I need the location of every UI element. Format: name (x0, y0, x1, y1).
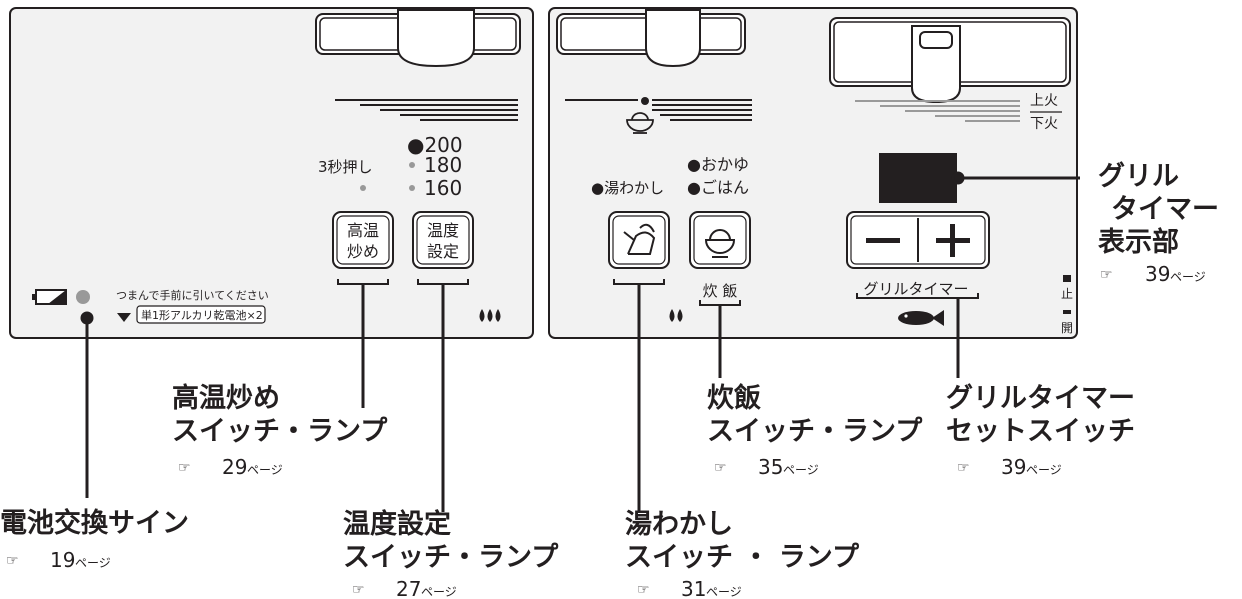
callout-high-temp: 高温炒め スイッチ・ランプ ☞ 29 ページ (172, 382, 388, 479)
open-indicator (1063, 310, 1071, 314)
stop-label: 止 (1061, 287, 1073, 301)
rice-cook-button[interactable] (689, 211, 751, 269)
pointing-hand-icon: ☞ (352, 582, 365, 598)
yuwakashi-lamp-label: ●湯わかし (591, 179, 664, 197)
flame-icon-3 (479, 309, 501, 322)
open-label: 開 (1061, 321, 1073, 335)
leader-lines (80, 171, 1080, 512)
rice-bowl-icon-small (626, 112, 654, 134)
high-temp-label-2: 炒め (347, 242, 379, 261)
svg-text:電池交換サイン: 電池交換サイン (0, 507, 189, 539)
callout-grill-set: グリルタイマー セットスイッチ ☞ 39 ページ (946, 382, 1135, 479)
temp-200: ●200 (407, 133, 463, 157)
temp-setting-label-2: 設定 (427, 242, 459, 261)
svg-text:タイマー: タイマー (1111, 194, 1219, 225)
svg-text:ページ: ページ (783, 463, 819, 477)
temp-180: 180 (424, 153, 462, 177)
battery-cover[interactable] (136, 305, 266, 324)
svg-text:高温炒め: 高温炒め (172, 382, 280, 414)
svg-text:表示部: 表示部 (1098, 226, 1179, 258)
left-flame-level-lines (335, 99, 518, 121)
callout-battery: 電池交換サイン ☞ 19 ページ (0, 507, 189, 572)
svg-text:ページ: ページ (1026, 463, 1062, 477)
high-temp-label-1: 高温 (347, 221, 379, 240)
svg-text:スイッチ・ランプ: スイッチ・ランプ (343, 542, 559, 573)
lower-fire-label: 下火 (1030, 116, 1058, 132)
svg-text:ページ: ページ (75, 556, 111, 570)
temp-setting-button[interactable]: 温度 設定 (412, 211, 474, 269)
svg-text:35: 35 (758, 455, 783, 479)
svg-text:グリルタイマー: グリルタイマー (946, 382, 1135, 414)
fish-icon (898, 310, 944, 326)
svg-text:ページ: ページ (247, 463, 283, 477)
svg-text:スイッチ ・ ランプ: スイッチ ・ ランプ (625, 542, 860, 573)
temp-160: 160 (424, 176, 462, 200)
svg-text:温度設定: 温度設定 (343, 508, 451, 540)
okayu-lamp-label: ●おかゆ (687, 155, 749, 174)
right-flame-level-lines (565, 99, 752, 121)
battery-icon (32, 289, 67, 305)
svg-text:19: 19 (50, 548, 75, 572)
rice-cook-label: 炊 飯 (703, 282, 738, 300)
right-burner-knob[interactable] (556, 9, 746, 68)
flame-icon-2 (669, 309, 683, 322)
high-temp-button[interactable]: 高温 炒め (332, 211, 394, 269)
callout-grill-display: グリル タイマー 表示部 ☞ 39 ページ (1098, 160, 1219, 286)
callout-yuwakashi: 湯わかし スイッチ ・ ランプ ☞ 31 ページ (625, 509, 860, 599)
battery-instruction: つまんで手前に引いてください (116, 288, 269, 302)
pointing-hand-icon: ☞ (1100, 267, 1113, 283)
svg-text:29: 29 (222, 455, 247, 479)
svg-text:グリル: グリル (1098, 160, 1179, 192)
svg-text:39: 39 (1145, 262, 1170, 286)
callout-rice: 炊飯 スイッチ・ランプ ☞ 35 ページ (707, 382, 923, 479)
grill-timer-label: グリルタイマー (863, 280, 968, 298)
svg-text:ページ: ページ (421, 585, 457, 599)
plus-icon[interactable] (936, 224, 970, 257)
svg-text:炊飯: 炊飯 (707, 382, 761, 414)
svg-text:31: 31 (681, 577, 706, 599)
high-temp-lamp (360, 185, 366, 191)
battery-replace-lamp (76, 290, 90, 304)
grill-timer-bracket (856, 293, 979, 299)
pointing-hand-icon: ☞ (178, 460, 191, 476)
rice-knob-position-dot (641, 97, 649, 105)
battery-spec: 単1形アルカリ乾電池×2 (141, 308, 263, 322)
callout-temp-setting: 温度設定 スイッチ・ランプ ☞ 27 ページ (343, 508, 559, 599)
lamp-dot-180 (409, 162, 415, 168)
kettle-icon (623, 223, 656, 255)
pointing-hand-icon: ☞ (637, 582, 650, 598)
upper-fire-label: 上火 (1030, 93, 1058, 109)
left-burner-knob[interactable] (315, 9, 521, 68)
lamp-dot-160 (409, 185, 415, 191)
pointing-hand-icon: ☞ (714, 460, 727, 476)
svg-text:39: 39 (1001, 455, 1026, 479)
stop-indicator (1063, 275, 1071, 282)
press-3sec-label: 3秒押し (318, 158, 373, 176)
pointing-hand-icon: ☞ (6, 553, 19, 569)
svg-text:セットスイッチ: セットスイッチ (946, 416, 1135, 447)
yuwakashi-button[interactable] (608, 211, 670, 269)
svg-text:スイッチ・ランプ: スイッチ・ランプ (707, 416, 923, 447)
svg-text:ページ: ページ (1170, 270, 1206, 284)
left-panel (9, 7, 534, 339)
svg-text:27: 27 (396, 577, 421, 599)
pointing-hand-icon: ☞ (957, 460, 970, 476)
grill-knob[interactable] (829, 17, 1071, 104)
svg-text:スイッチ・ランプ: スイッチ・ランプ (172, 416, 388, 447)
gohan-lamp-label: ●ごはん (687, 178, 749, 197)
grill-timer-display (879, 153, 957, 203)
grill-heat-lines (855, 100, 1020, 122)
svg-text:湯わかし: 湯わかし (625, 509, 733, 540)
minus-icon[interactable] (866, 238, 900, 243)
svg-text:ページ: ページ (706, 585, 742, 599)
rice-bowl-icon (704, 229, 736, 258)
temp-setting-label-1: 温度 (427, 221, 459, 240)
pull-arrow-icon (117, 313, 131, 322)
